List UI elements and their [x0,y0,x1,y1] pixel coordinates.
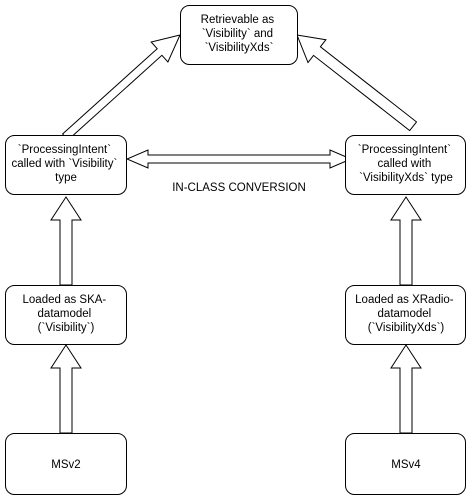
node-loaded-ska: Loaded as SKA- datamodel (`Visibility`) [5,285,127,345]
node-loaded-ska-text: Loaded as SKA- datamodel (`Visibility`) [23,294,110,334]
node-processing-right-line-1: `ProcessingIntent` [358,144,451,156]
node-processing-right-text: `ProcessingIntent` called with `Visibili… [358,144,455,184]
node-retrievable-line-1: Retrievable as [201,14,275,26]
arrow-processing-left-to-retrievable [62,34,181,142]
node-retrievable-line-3: `VisibilityXds` [205,42,274,54]
arrow-processing-right-to-retrievable [296,34,418,132]
node-processing-right-line-3: `VisibilityXds` type [359,172,453,184]
node-processing-right-line-2: called with [378,158,432,170]
node-processing-left-line-3: type [55,172,77,184]
node-loaded-xradio-line-1: Loaded as XRadio- [355,294,454,306]
arrow-loaded-ska-to-processing-left [50,196,82,286]
node-loaded-ska-line-2: datamodel [38,308,92,320]
node-msv4: MSv4 [345,433,466,495]
node-retrievable: Retrievable as `Visibility` and `Visibil… [180,5,298,65]
node-retrievable-text: Retrievable as `Visibility` and `Visibil… [201,14,278,54]
node-loaded-xradio-line-2: datamodel [378,308,432,320]
node-processing-left-text: `ProcessingIntent` called with `Visibili… [11,144,120,184]
node-msv2-label: MSv2 [51,459,80,471]
arrow-loaded-xradio-to-processing-right [390,196,422,286]
node-loaded-ska-line-1: Loaded as SKA- [23,294,107,306]
arrow-msv2-to-loaded-ska [50,344,82,434]
node-processing-left-line-1: `ProcessingIntent` [18,144,111,156]
node-processing-intent-right: `ProcessingIntent` called with `Visibili… [345,135,466,195]
node-loaded-xradio: Loaded as XRadio- datamodel (`Visibility… [345,285,466,345]
node-msv4-label: MSv4 [391,459,421,471]
node-loaded-ska-line-3: (`Visibility`) [38,322,95,334]
node-msv2: MSv2 [5,433,127,495]
node-processing-left-line-2: called with `Visibility` [11,158,117,170]
node-processing-intent-left: `ProcessingIntent` called with `Visibili… [5,135,127,195]
arrow-in-class-conversion [125,149,353,169]
in-class-conversion-label: IN-CLASS CONVERSION [172,182,306,194]
node-loaded-xradio-text: Loaded as XRadio- datamodel (`Visibility… [355,294,457,334]
node-loaded-xradio-line-3: (`VisibilityXds`) [368,322,445,334]
arrow-msv4-to-loaded-xradio [390,344,422,434]
node-retrievable-line-2: `Visibility` and [202,28,273,40]
